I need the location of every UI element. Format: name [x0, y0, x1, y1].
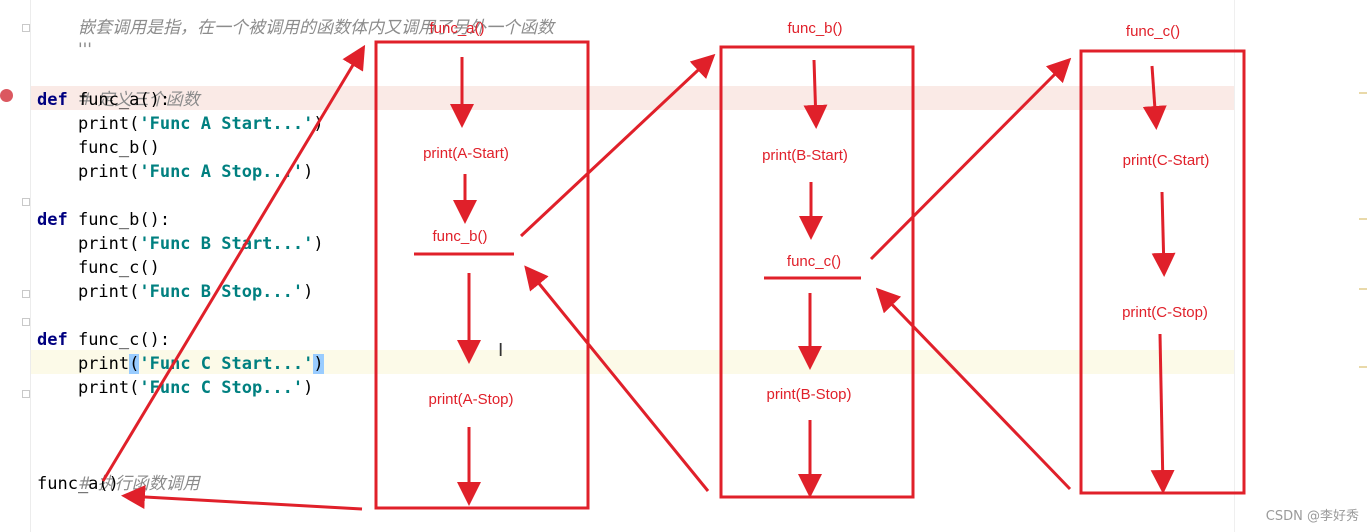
box-b-step-stop: print(B-Stop) — [766, 386, 852, 403]
matched-paren-open: ( — [129, 354, 140, 374]
fold-marker-icon[interactable] — [22, 198, 30, 206]
code-line-doc-close[interactable]: ''' — [37, 14, 92, 86]
func-b-box — [719, 45, 915, 499]
scroll-marker[interactable] — [1359, 288, 1367, 290]
fold-marker-icon[interactable] — [22, 290, 30, 298]
scrollbar-track[interactable] — [1234, 0, 1371, 532]
breakpoint-line-highlight — [30, 86, 1371, 110]
code-line-b-print-start[interactable]: print('Func B Start...') — [37, 232, 324, 256]
print-call: print( — [37, 234, 140, 254]
code-line-c-print-stop[interactable]: print('Func C Stop...') — [37, 376, 313, 400]
def-keyword: def — [37, 90, 68, 110]
arrow-b-return-a — [524, 265, 710, 492]
string-literal: 'Func B Start...' — [139, 234, 314, 254]
string-literal: 'Func A Start...' — [139, 114, 314, 134]
string-literal: 'Func C Start...' — [139, 354, 314, 374]
def-keyword: def — [37, 210, 68, 230]
fold-marker-icon[interactable] — [22, 24, 30, 32]
arrow-c-2 — [1151, 191, 1176, 277]
code-line-b-print-stop[interactable]: print('Func B Stop...') — [37, 280, 313, 304]
editor-gutter[interactable] — [0, 0, 31, 532]
docstring-close: ''' — [77, 40, 92, 60]
box-c-title: func_c() — [1125, 23, 1181, 40]
fold-marker-icon[interactable] — [22, 390, 30, 398]
code-line-def-func-a[interactable]: def func_a(): — [37, 88, 170, 112]
paren: ) — [303, 378, 314, 398]
string-literal: 'Func C Stop...' — [139, 378, 304, 398]
box-a-title: func_a() — [429, 20, 485, 37]
paren: ) — [303, 282, 314, 302]
code-line-b-call-c[interactable]: func_c() — [37, 256, 160, 280]
func-a-invocation: func_a() — [37, 474, 119, 494]
box-c-step-start: print(C-Start) — [1122, 152, 1210, 169]
box-b-step-start: print(B-Start) — [762, 147, 848, 164]
scroll-marker[interactable] — [1359, 92, 1367, 94]
print-call: print( — [37, 282, 140, 302]
arrow-c-return-b — [875, 287, 1072, 491]
print-call: print( — [37, 378, 140, 398]
box-b-title: func_b() — [787, 20, 843, 37]
box-a-call-label: func_b() — [432, 228, 488, 245]
paren: ) — [303, 162, 314, 182]
func-b-call: func_b() — [37, 138, 160, 158]
func-c-box — [1079, 49, 1246, 495]
func-c-call: func_c() — [37, 258, 160, 278]
box-b-call-label: func_c() — [786, 253, 842, 270]
func-b-signature: func_b(): — [67, 210, 171, 230]
fold-marker-icon[interactable] — [22, 318, 30, 326]
code-line-top-comment[interactable]: 嵌套调用是指，在一个被调用的函数体内又调用了另外一个函数 — [37, 0, 554, 64]
code-line-a-print-stop[interactable]: print('Func A Stop...') — [37, 160, 313, 184]
text-cursor-icon: I — [498, 340, 504, 361]
top-comment: 嵌套调用是指，在一个被调用的函数体内又调用了另外一个函数 — [77, 18, 554, 38]
string-literal: 'Func B Stop...' — [139, 282, 304, 302]
box-a-step-stop: print(A-Stop) — [428, 391, 514, 408]
def-keyword: def — [37, 330, 68, 350]
print-call: print — [37, 354, 130, 374]
matched-paren-close: ) — [313, 354, 324, 374]
print-call: print( — [37, 114, 140, 134]
func-a-box — [374, 40, 590, 510]
code-line-exec-call[interactable]: func_a() — [37, 472, 119, 496]
box-c-step-stop: print(C-Stop) — [1122, 304, 1208, 321]
print-call: print( — [37, 162, 140, 182]
code-line-a-print-start[interactable]: print('Func A Start...') — [37, 112, 324, 136]
paren: ) — [313, 234, 324, 254]
scroll-marker[interactable] — [1359, 218, 1367, 220]
code-line-a-call-b[interactable]: func_b() — [37, 136, 160, 160]
func-c-signature: func_c(): — [67, 330, 171, 350]
paren: ) — [313, 114, 324, 134]
breakpoint-icon[interactable] — [0, 89, 13, 102]
scroll-marker[interactable] — [1359, 366, 1367, 368]
func-a-signature: func_a(): — [67, 90, 171, 110]
code-line-c-print-start[interactable]: print('Func C Start...') — [37, 352, 324, 376]
string-literal: 'Func A Stop...' — [139, 162, 304, 182]
arrow-a-call-b — [519, 53, 716, 238]
code-line-def-func-c[interactable]: def func_c(): — [37, 328, 170, 352]
watermark: CSDN @李好秀 — [1265, 509, 1359, 524]
box-a-step-start: print(A-Start) — [423, 145, 509, 162]
code-line-def-func-b[interactable]: def func_b(): — [37, 208, 170, 232]
